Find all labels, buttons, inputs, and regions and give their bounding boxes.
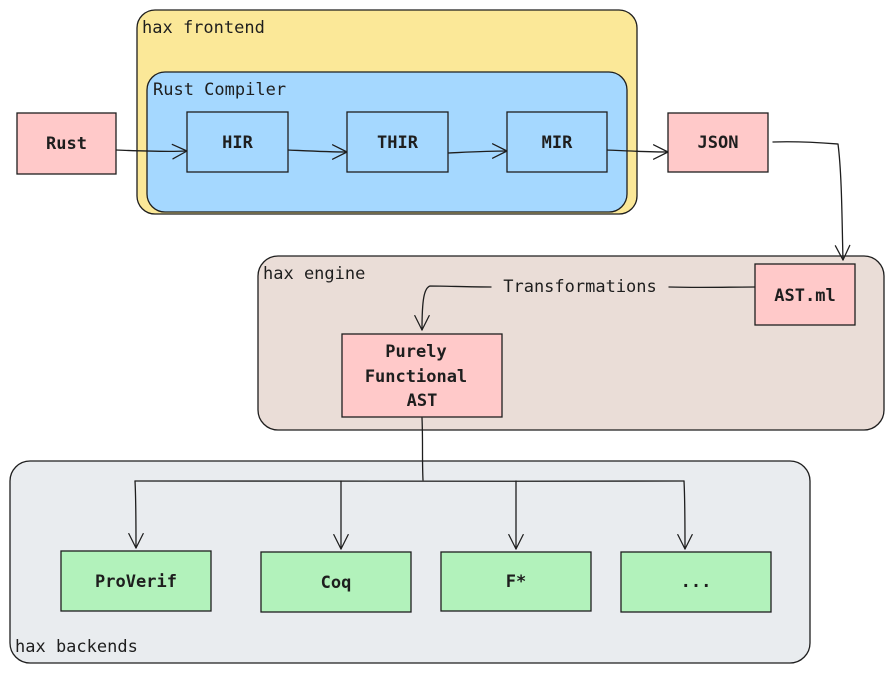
node-more: ... bbox=[620, 551, 772, 613]
node-json: JSON bbox=[667, 112, 769, 173]
node-thir-label: THIR bbox=[377, 133, 419, 153]
edge-ast-trunk bbox=[421, 417, 424, 481]
node-more-label: ... bbox=[681, 572, 712, 592]
edge-transformations bbox=[422, 285, 756, 330]
edge-json-to-ast-ml bbox=[772, 141, 851, 261]
edges bbox=[115, 141, 851, 550]
node-fstar-label: F* bbox=[506, 572, 526, 592]
node-pure-ast-line-3: AST bbox=[407, 391, 438, 411]
node-fstar-box bbox=[440, 551, 592, 612]
node-json-label: JSON bbox=[698, 133, 739, 153]
engine-group-label: hax engine bbox=[263, 264, 365, 284]
node-ast-ml-label: AST.ml bbox=[774, 286, 835, 306]
node-proverif-label: ProVerif bbox=[95, 572, 177, 592]
node-ast-ml: AST.ml bbox=[754, 263, 856, 326]
node-more-box bbox=[620, 551, 772, 613]
node-fstar: F* bbox=[440, 551, 592, 612]
node-thir-box bbox=[346, 111, 449, 173]
node-coq: Coq bbox=[260, 551, 412, 613]
node-purely-functional-ast: Purely Functional AST bbox=[341, 333, 503, 418]
node-mir-box bbox=[506, 111, 608, 173]
edge-thir-to-mir bbox=[447, 143, 508, 159]
edge-to-more bbox=[677, 480, 693, 550]
node-pure-ast-line-1: Purely bbox=[385, 342, 446, 362]
node-thir: THIR bbox=[346, 111, 449, 173]
node-rust-box bbox=[16, 112, 117, 175]
backends-group-label: hax backends bbox=[15, 637, 138, 657]
transformations-label: Transformations bbox=[503, 277, 657, 297]
node-ast-ml-box bbox=[754, 263, 856, 326]
node-hir-box bbox=[186, 111, 289, 173]
node-rust-label: Rust bbox=[46, 134, 87, 154]
node-proverif-box bbox=[60, 550, 212, 612]
edge-rust-to-hir bbox=[115, 143, 188, 160]
node-mir: MIR bbox=[506, 111, 608, 173]
node-pure-ast-box bbox=[341, 333, 503, 418]
node-hir-label: HIR bbox=[222, 133, 253, 153]
node-hir: HIR bbox=[186, 111, 289, 173]
node-proverif: ProVerif bbox=[60, 550, 212, 612]
node-mir-label: MIR bbox=[542, 133, 573, 153]
edge-to-proverif bbox=[128, 480, 144, 549]
node-coq-label: Coq bbox=[321, 573, 352, 593]
node-coq-box bbox=[260, 551, 412, 613]
node-pure-ast-line-2: Functional bbox=[365, 367, 467, 387]
edge-hir-to-thir bbox=[287, 144, 348, 160]
node-json-box bbox=[667, 112, 769, 173]
compiler-group-label: Rust Compiler bbox=[153, 80, 286, 100]
edge-backend-bus bbox=[134, 480, 685, 482]
edge-mir-to-json bbox=[606, 144, 669, 160]
frontend-group-label: hax frontend bbox=[142, 18, 265, 38]
node-rust: Rust bbox=[16, 112, 117, 175]
